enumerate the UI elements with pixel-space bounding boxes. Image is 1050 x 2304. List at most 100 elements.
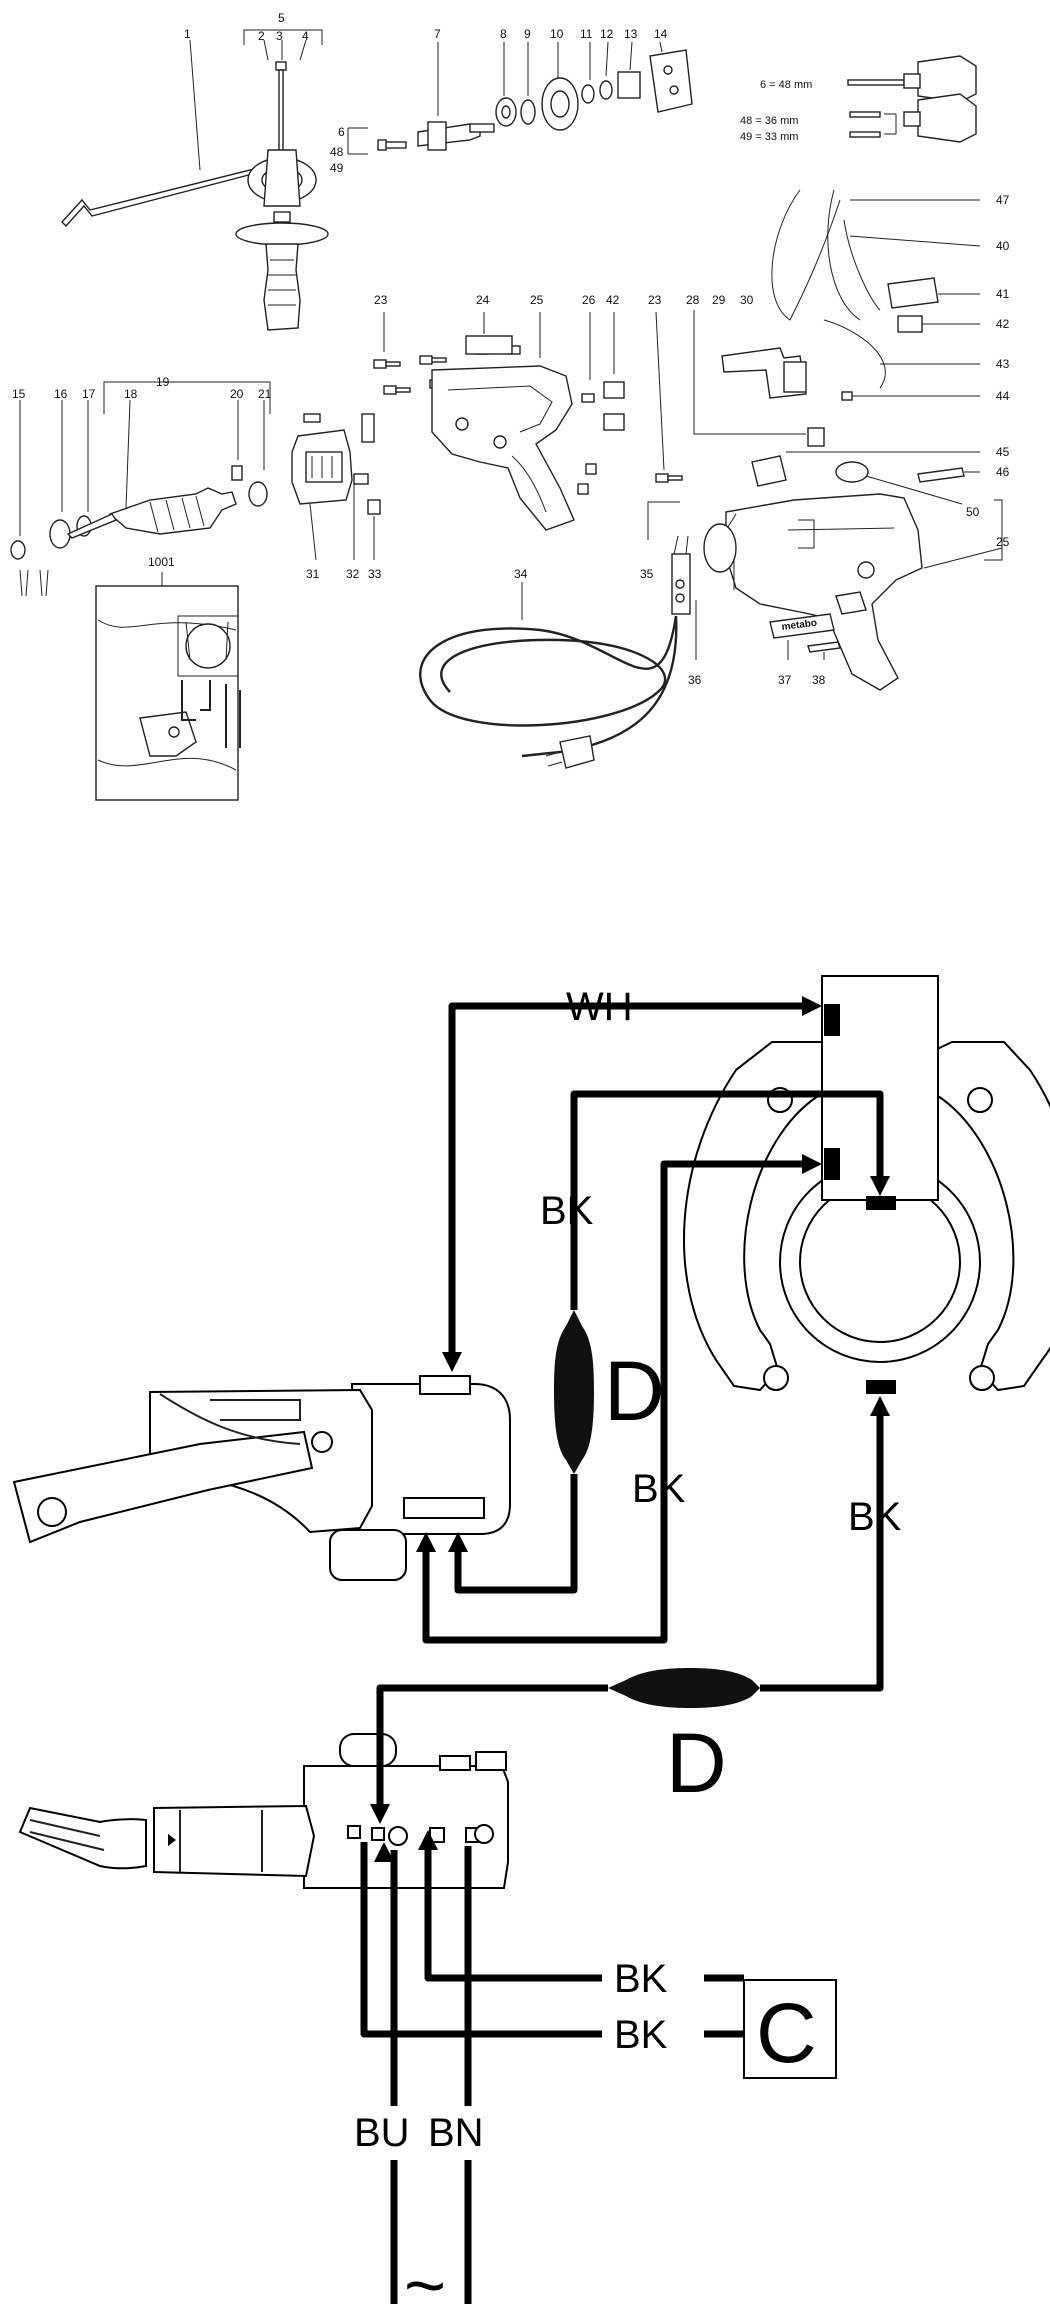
keyed-chuck — [917, 55, 977, 103]
callout-47: 47 — [996, 193, 1010, 207]
motor-stator — [683, 1041, 848, 1392]
label-wh: WH — [566, 985, 633, 1029]
suppressor-d-vertical — [554, 1310, 594, 1474]
motor-armature — [108, 487, 237, 535]
gear-cover-plate — [649, 49, 693, 113]
callout-17: 17 — [82, 387, 96, 401]
depth-stop-rod — [61, 167, 262, 228]
wire-bk-loop-return — [454, 1474, 578, 1594]
label-ac-symbol: ~ — [404, 2246, 446, 2304]
callout-12: 12 — [600, 27, 614, 41]
callout-6: 6 — [338, 125, 345, 139]
callout-20: 20 — [230, 387, 244, 401]
armature-fan-pin — [231, 465, 243, 481]
housing-insert-small — [581, 393, 595, 403]
callout-3: 3 — [276, 29, 283, 43]
callout-26: 26 — [582, 293, 596, 307]
callout-40: 40 — [996, 239, 1010, 253]
callout-7: 7 — [434, 27, 441, 41]
callout-34: 34 — [514, 567, 528, 581]
connection-cables — [771, 189, 841, 321]
capacitor-box-c — [743, 1979, 837, 2079]
callout-25-a: 25 — [530, 293, 544, 307]
callout-41: 41 — [996, 287, 1010, 301]
callout-14: 14 — [654, 27, 668, 41]
exploded-parts-drawing: metabo 1 5 2 3 4 7 8 9 10 11 12 13 14 6 … — [10, 11, 1010, 801]
callout-37: 37 — [778, 673, 792, 687]
callout-32: 32 — [346, 567, 360, 581]
callout-29: 29 — [712, 293, 726, 307]
carbon-brush-block — [887, 277, 939, 309]
callout-44: 44 — [996, 389, 1010, 403]
note-49: 49 = 33 mm — [740, 131, 798, 143]
upper-switch-body — [350, 1383, 511, 1535]
callout-31: 31 — [306, 567, 320, 581]
brush-holder — [807, 427, 825, 447]
callout-43: 43 — [996, 357, 1010, 371]
callout-5: 5 — [278, 11, 285, 25]
cable-clamp-spring — [823, 319, 886, 389]
callout-10: 10 — [550, 27, 564, 41]
mains-plug — [559, 735, 595, 769]
label-bk-upper: BK — [540, 1189, 594, 1233]
wire-bk-c-upper — [424, 1842, 602, 1982]
callout-13: 13 — [624, 27, 638, 41]
callout-24: 24 — [476, 293, 490, 307]
callout-19: 19 — [156, 375, 170, 389]
wire-bk-to-terminal — [422, 1160, 812, 1644]
clutch-spring — [617, 71, 641, 99]
housing-screw — [373, 359, 387, 369]
chuck-screw-long — [847, 79, 905, 86]
upper-brush — [866, 1196, 896, 1210]
label-bk-mid: BK — [632, 1467, 686, 1511]
complete-drill — [725, 493, 923, 691]
wire-bk-lower-brush — [760, 1410, 884, 1692]
terminal-bk — [824, 1148, 840, 1180]
callout-1: 1 — [184, 27, 191, 41]
callout-49: 49 — [330, 161, 344, 175]
callout-4: 4 — [302, 29, 309, 43]
terminal-wh — [824, 1004, 840, 1036]
type-plate — [465, 335, 513, 355]
callout-33: 33 — [368, 567, 382, 581]
wire-bk-to-upper-brush — [570, 1090, 884, 1310]
callout-42: 42 — [606, 293, 620, 307]
lower-brush — [866, 1380, 896, 1394]
callout-42-right: 42 — [996, 317, 1010, 331]
callout-8: 8 — [500, 27, 507, 41]
wiring-diagram: WH BK BK BK BK BK BU BN D D C ~ — [12, 975, 1050, 2304]
label-38 — [807, 641, 841, 653]
callout-16: 16 — [54, 387, 68, 401]
keyless-chuck — [917, 93, 977, 143]
callout-25-b: 25 — [996, 535, 1010, 549]
callout-18: 18 — [124, 387, 138, 401]
callout-11: 11 — [580, 27, 593, 41]
label-bn: BN — [428, 2111, 484, 2155]
brush-holder-clip — [353, 473, 369, 485]
callout-23-b: 23 — [648, 293, 662, 307]
label-d-vertical: D — [604, 1344, 665, 1438]
callout-15: 15 — [12, 387, 26, 401]
cover-plate-45 — [751, 455, 787, 487]
callout-21: 21 — [258, 387, 272, 401]
brand-plate-text: metabo — [781, 618, 818, 633]
label-bk-right: BK — [848, 1495, 902, 1539]
armature-bearing-small — [10, 540, 26, 560]
callout-9: 9 — [524, 27, 531, 41]
brand-plate — [769, 613, 835, 639]
callout-48: 48 — [330, 145, 344, 159]
label-d-horizontal: D — [666, 1716, 727, 1810]
switch-knob-50 — [835, 461, 869, 483]
callout-46: 46 — [996, 465, 1010, 479]
cable-clamp-screw — [655, 473, 669, 483]
callout-50: 50 — [966, 505, 980, 519]
callout-35: 35 — [640, 567, 654, 581]
wire-wh — [448, 1002, 810, 1360]
side-handle-grip — [263, 243, 301, 331]
label-bu: BU — [354, 2111, 410, 2155]
note-48: 48 = 36 mm — [740, 115, 798, 127]
wire-bk-c-lower — [360, 1842, 602, 2038]
callout-30: 30 — [740, 293, 754, 307]
callout-45: 45 — [996, 445, 1010, 459]
